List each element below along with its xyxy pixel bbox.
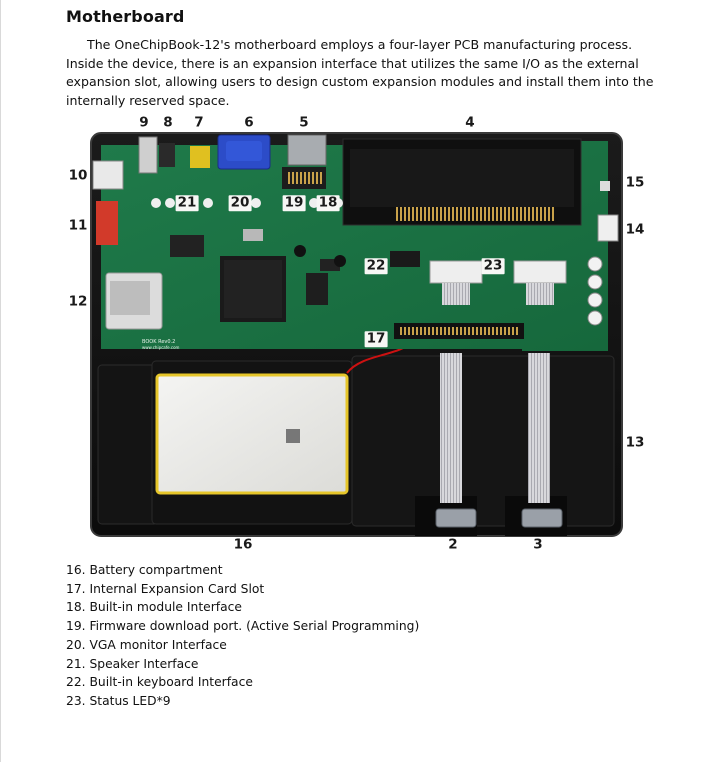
keyboard-header-22 [390, 251, 420, 267]
callout-14: 14 [625, 221, 645, 238]
mount-hole-2 [334, 255, 346, 267]
callout-6: 6 [244, 114, 254, 131]
legend-item-18: 18. Built-in module Interface [66, 600, 242, 615]
mount-hole-1 [294, 245, 306, 257]
legend-item-23: 23. Status LED*9 [66, 693, 171, 708]
main-fpga-inner [224, 260, 282, 318]
small-jack-6 [309, 198, 319, 208]
battery-wire [346, 346, 406, 374]
legend-item-20: 20. VGA monitor Interface [66, 637, 227, 652]
expansion-slot-pins [398, 327, 520, 335]
callout-21: 21 [175, 194, 199, 211]
right-bay [351, 355, 615, 527]
callout-16: 16 [233, 536, 253, 553]
legend-item-19: 19. Firmware download port. (Active Seri… [66, 619, 420, 634]
callout-8: 8 [163, 114, 173, 131]
header-19-pins [286, 172, 322, 184]
battery-label [286, 429, 300, 443]
legend-item-21: 21. Speaker Interface [66, 656, 199, 671]
ribbon-fold-right [526, 283, 554, 305]
ribbon-fold-left [442, 283, 470, 305]
serial-port-2 [435, 508, 477, 528]
callout-17: 17 [364, 330, 388, 347]
legend-list: 16. Battery compartment 17. Internal Exp… [66, 561, 419, 711]
battery-pack [155, 373, 349, 495]
ribbon-cable-right [528, 353, 550, 503]
ribbon-connector-left [429, 260, 483, 284]
vga-port-shell [226, 141, 262, 161]
audio-jack-pair [138, 136, 158, 174]
callout-3: 3 [533, 536, 543, 553]
callout-9: 9 [139, 114, 149, 131]
callout-12: 12 [68, 293, 88, 310]
led-ring-1 [587, 256, 603, 272]
chip-c [243, 229, 263, 241]
callout-20: 20 [228, 194, 252, 211]
callout-2: 2 [448, 536, 458, 553]
yellow-video-jack [190, 146, 210, 168]
silkscreen-board: BOOK Rev0.2 [142, 339, 175, 345]
led-ring-4 [587, 310, 603, 326]
ribbon-cable-left [440, 353, 462, 503]
motherboard-figure: BOOK Rev0.2 www.chipcafe.com 9 8 7 6 5 4… [60, 111, 660, 556]
section-title: Motherboard [66, 7, 185, 26]
port-5 [287, 134, 327, 166]
ribbon-connector-right [513, 260, 567, 284]
legend-item-22: 22. Built-in keyboard Interface [66, 675, 253, 690]
connector-11 [96, 201, 118, 245]
white-connector-14 [597, 214, 619, 242]
expansion-connector [395, 207, 555, 221]
small-jack-1 [151, 198, 161, 208]
chip-a [306, 273, 328, 305]
legend-item-17: 17. Internal Expansion Card Slot [66, 581, 265, 596]
motherboard-photo: BOOK Rev0.2 www.chipcafe.com [90, 132, 623, 537]
callout-13: 13 [625, 434, 645, 451]
callout-23: 23 [481, 257, 505, 274]
callout-19: 19 [282, 194, 306, 211]
led-ring-3 [587, 292, 603, 308]
callout-22: 22 [364, 257, 388, 274]
callout-5: 5 [299, 114, 309, 131]
callout-15: 15 [625, 174, 645, 191]
intro-paragraph: The OneChipBook-12's motherboard employs… [66, 37, 654, 109]
left-bay [97, 364, 159, 525]
expansion-bay-inner [350, 149, 574, 207]
usb-port-10 [92, 160, 124, 190]
power-jack [159, 143, 175, 167]
small-jack-4 [203, 198, 213, 208]
serial-port-3 [521, 508, 563, 528]
sd-card-edge [110, 281, 150, 315]
callout-4: 4 [465, 114, 475, 131]
page-edge [0, 0, 1, 762]
led-ring-2 [587, 274, 603, 290]
callout-7: 7 [194, 114, 204, 131]
case-lip [90, 132, 623, 537]
callout-10: 10 [68, 167, 88, 184]
callout-18: 18 [316, 194, 340, 211]
switch-15 [600, 181, 610, 191]
chip-b [170, 235, 204, 257]
silkscreen-site: www.chipcafe.com [142, 345, 180, 350]
legend-item-16: 16. Battery compartment [66, 563, 223, 577]
callout-11: 11 [68, 217, 88, 234]
small-jack-2 [165, 198, 175, 208]
small-jack-5 [251, 198, 261, 208]
